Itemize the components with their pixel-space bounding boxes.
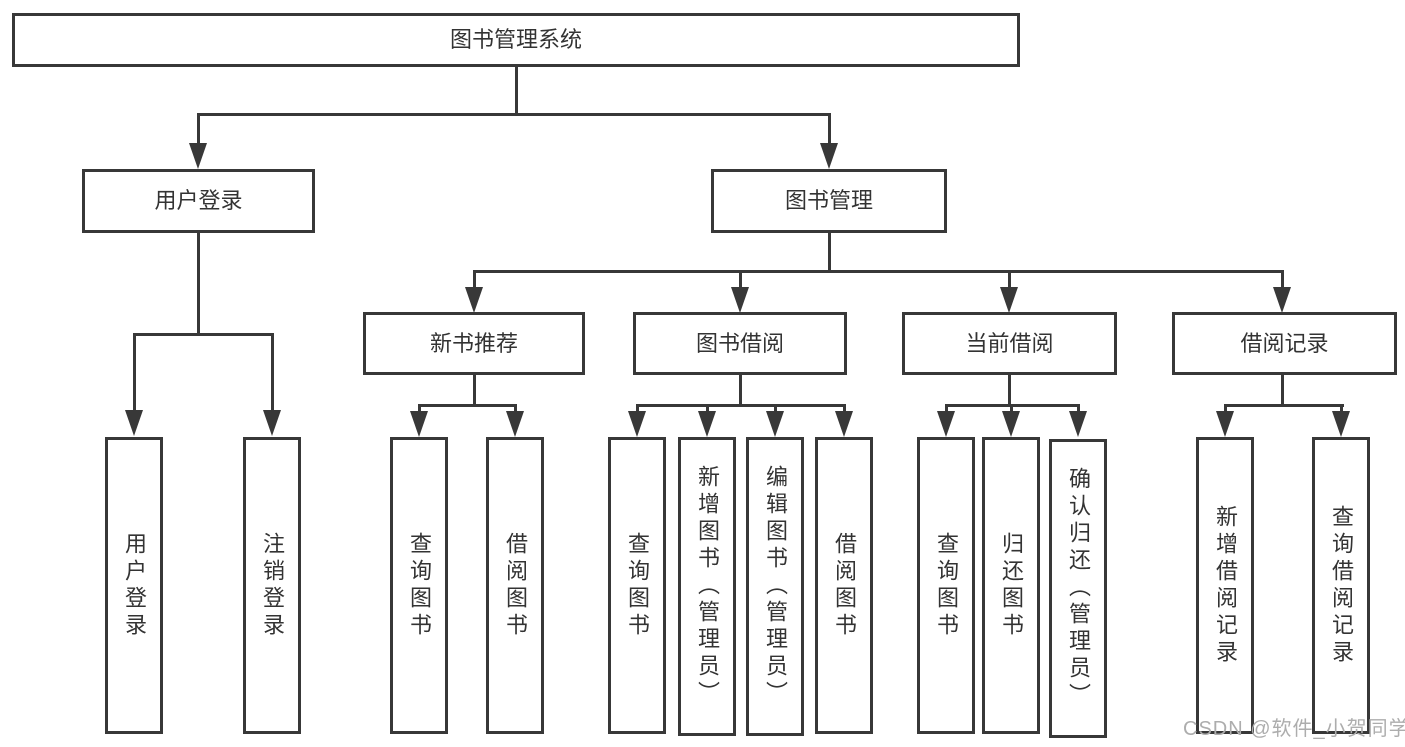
connector-line — [1281, 375, 1284, 407]
arrowhead-down — [731, 287, 749, 313]
arrowhead-down — [263, 410, 281, 436]
connector-line — [1281, 270, 1284, 292]
connector-line — [828, 233, 831, 273]
arrowhead-down — [937, 411, 955, 437]
node-query-books-borrow: 查询图书 — [608, 437, 666, 734]
connector-line — [739, 375, 742, 407]
node-user-login: 用户登录 — [82, 169, 315, 233]
node-library-system: 图书管理系统 — [12, 13, 1020, 67]
connector-line — [1008, 375, 1011, 407]
node-login: 用户登录 — [105, 437, 163, 734]
connector-line — [473, 270, 476, 292]
connector-line — [473, 375, 476, 407]
connector-line — [418, 404, 421, 415]
node-book-borrow: 图书借阅 — [633, 312, 847, 375]
connector-line — [133, 333, 136, 411]
node-borrow-records: 借阅记录 — [1172, 312, 1397, 375]
arrowhead-down — [628, 411, 646, 437]
connector-line — [828, 113, 831, 146]
connector-line — [636, 404, 639, 415]
connector-line — [133, 333, 274, 336]
connector-line — [774, 404, 777, 415]
arrowhead-down — [766, 411, 784, 437]
node-query-books-recommend: 查询图书 — [390, 437, 448, 734]
connector-line — [271, 333, 274, 411]
arrowhead-down — [1069, 411, 1087, 437]
connector-line — [843, 404, 846, 415]
connector-line — [197, 113, 831, 116]
node-add-books-admin: 新增图书（管理员） — [678, 437, 736, 736]
connector-line — [739, 270, 742, 292]
arrowhead-down — [1216, 411, 1234, 437]
connector-line — [418, 404, 517, 407]
connector-line — [1077, 404, 1080, 415]
connector-line — [1224, 404, 1227, 415]
arrowhead-down — [506, 411, 524, 437]
node-new-book-recommend: 新书推荐 — [363, 312, 585, 375]
arrowhead-down — [189, 143, 207, 169]
connector-line — [636, 404, 846, 407]
connector-line — [1340, 404, 1343, 415]
arrowhead-down — [1002, 411, 1020, 437]
node-current-borrow: 当前借阅 — [902, 312, 1117, 375]
connector-line — [945, 404, 948, 415]
node-query-books-current: 查询图书 — [917, 437, 975, 734]
arrowhead-down — [1000, 287, 1018, 313]
connector-line — [197, 233, 200, 336]
connector-line — [1008, 270, 1011, 292]
arrowhead-down — [1273, 287, 1291, 313]
connector-line — [197, 113, 200, 146]
node-borrow-books-borrow: 借阅图书 — [815, 437, 873, 734]
arrowhead-down — [835, 411, 853, 437]
arrowhead-down — [125, 410, 143, 436]
node-add-borrow-record: 新增借阅记录 — [1196, 437, 1254, 734]
node-edit-books-admin: 编辑图书（管理员） — [746, 437, 804, 736]
arrowhead-down — [820, 143, 838, 169]
arrowhead-down — [410, 411, 428, 437]
node-return-books: 归还图书 — [982, 437, 1040, 734]
csdn-watermark: CSDN @软件_小贺同学 — [1183, 718, 1405, 740]
node-query-borrow-record: 查询借阅记录 — [1312, 437, 1370, 734]
connector-line — [1224, 404, 1344, 407]
arrowhead-down — [1332, 411, 1350, 437]
connector-line — [515, 67, 518, 116]
node-borrow-books-recommend: 借阅图书 — [486, 437, 544, 734]
connector-line — [1010, 404, 1013, 415]
arrowhead-down — [465, 287, 483, 313]
connector-line — [473, 270, 1284, 273]
connector-line — [514, 404, 517, 415]
node-book-management: 图书管理 — [711, 169, 947, 233]
node-logout: 注销登录 — [243, 437, 301, 734]
node-confirm-return-admin: 确认归还（管理员） — [1049, 439, 1107, 738]
connector-line — [706, 404, 709, 415]
arrowhead-down — [698, 411, 716, 437]
